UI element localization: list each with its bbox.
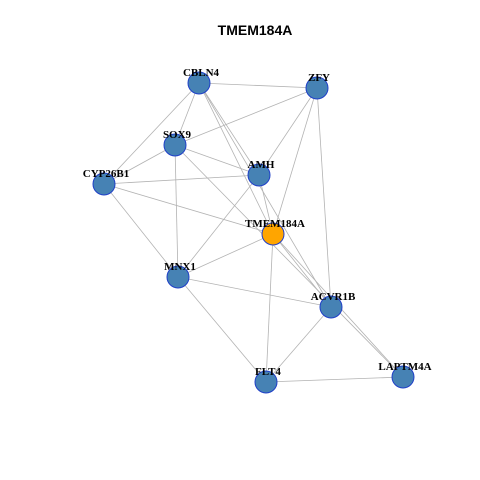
node-label-laptm4a: LAPTM4A — [378, 361, 431, 373]
edge-zfy-sox9 — [174, 87, 318, 146]
edge-tmem184a-flt4 — [265, 233, 274, 383]
node-label-sox9: SOX9 — [163, 129, 192, 141]
edge-zfy-amh — [258, 87, 318, 176]
edge-sox9-mnx1 — [174, 144, 179, 278]
edge-flt4-laptm4a — [265, 376, 404, 383]
edge-cyp26b1-tmem184a — [103, 183, 274, 235]
edge-mnx1-acvr1b — [177, 276, 332, 308]
node-label-mnx1: MNX1 — [164, 261, 196, 273]
node-label-cyp26b1: CYP26B1 — [83, 168, 129, 180]
edge-sox9-amh — [174, 144, 260, 176]
node-label-zfy: ZFY — [308, 72, 330, 84]
node-label-flt4: FLT4 — [255, 366, 281, 378]
edge-sox9-laptm4a — [174, 144, 404, 378]
node-label-cbln4: CBLN4 — [183, 67, 220, 79]
edge-cbln4-zfy — [198, 82, 318, 89]
edge-cbln4-acvr1b — [198, 82, 332, 308]
node-mnx1 — [166, 265, 190, 289]
node-tmem184a — [261, 222, 285, 246]
edge-tmem184a-acvr1b — [272, 233, 332, 308]
node-flt4 — [254, 370, 278, 394]
node-laptm4a — [391, 365, 415, 389]
node-cyp26b1 — [92, 172, 116, 196]
edge-mnx1-flt4 — [177, 276, 267, 383]
node-acvr1b — [319, 295, 343, 319]
node-cbln4 — [187, 71, 211, 95]
edge-tmem184a-mnx1 — [177, 233, 274, 278]
node-zfy — [305, 76, 329, 100]
edge-cbln4-tmem184a — [198, 82, 274, 235]
graph-title: TMEM184A — [218, 22, 293, 38]
edge-cbln4-amh — [198, 82, 260, 176]
edge-amh-mnx1 — [177, 174, 260, 278]
edge-acvr1b-flt4 — [265, 306, 332, 383]
edge-sox9-cyp26b1 — [103, 144, 176, 185]
node-sox9 — [163, 133, 187, 157]
edge-cyp26b1-amh — [103, 174, 260, 185]
nodes-layer — [92, 71, 415, 394]
edge-zfy-acvr1b — [316, 87, 332, 308]
edge-cyp26b1-mnx1 — [103, 183, 179, 278]
edge-cbln4-cyp26b1 — [103, 82, 200, 185]
node-label-tmem184a: TMEM184A — [245, 218, 305, 230]
edge-zfy-tmem184a — [272, 87, 318, 235]
node-label-amh: AMH — [248, 159, 275, 171]
node-label-acvr1b: ACVR1B — [311, 291, 356, 303]
node-amh — [247, 163, 271, 187]
edges-layer — [103, 82, 404, 383]
